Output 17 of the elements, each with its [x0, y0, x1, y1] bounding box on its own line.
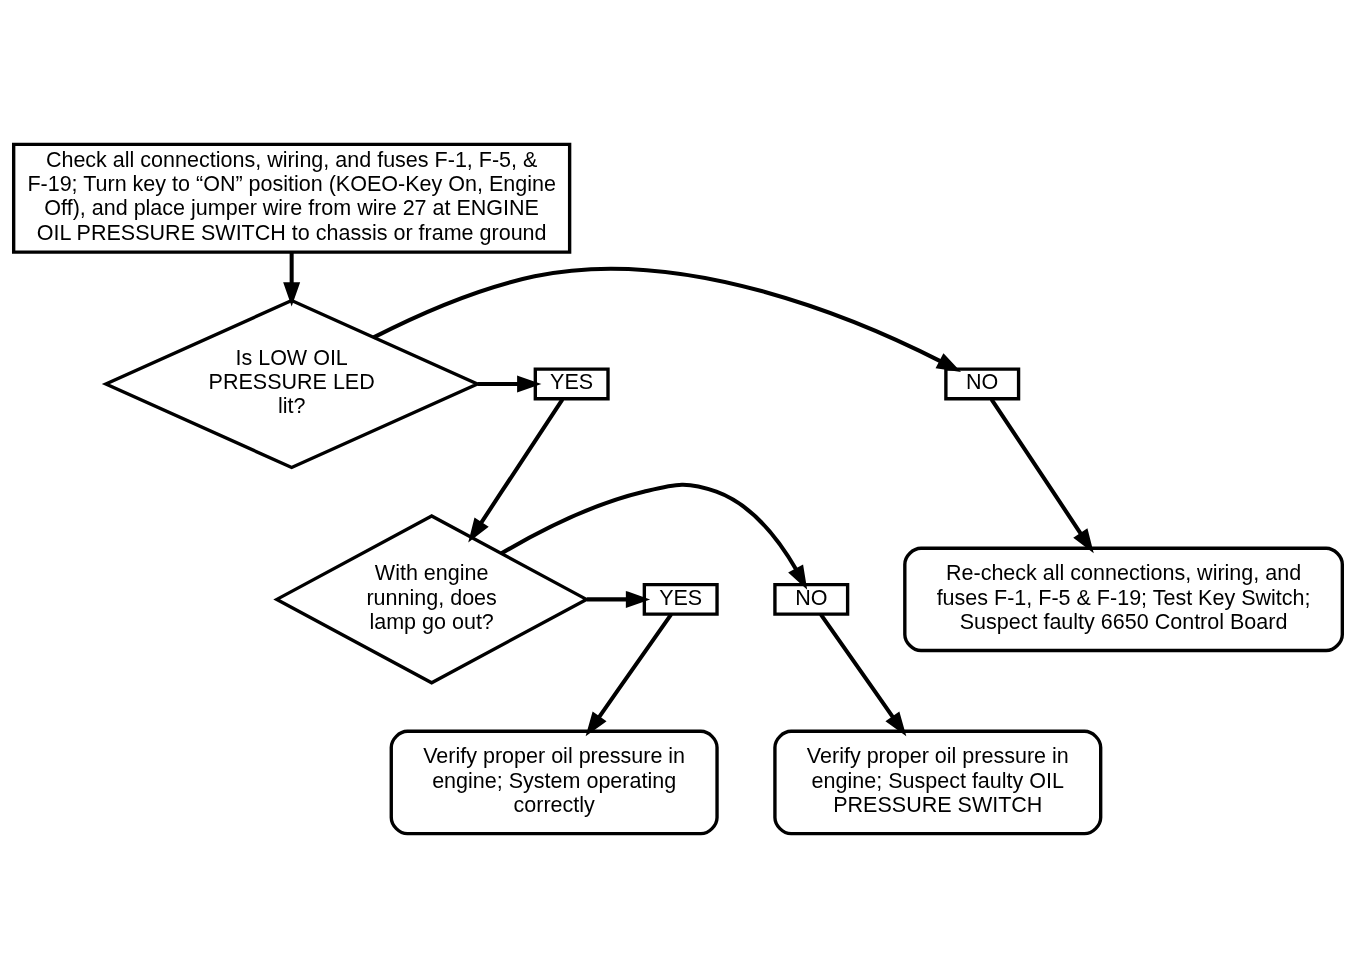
node-box: YES — [533, 367, 610, 401]
arrow — [819, 613, 907, 737]
node-box: Re-check all connections, wiring, and fuses F-1, F-5 & F-19; Test Key Switch; Suspect faulty 6650 Control Board — [903, 546, 1344, 653]
arrow — [585, 613, 673, 737]
node-box: NO — [944, 367, 1021, 401]
node-box: Verify proper oil pressure in engine; Suspect faulty OIL PRESSURE SWITCH — [773, 729, 1103, 836]
node-box: YES — [642, 582, 719, 616]
arrow — [989, 398, 1094, 554]
arrow — [477, 375, 542, 393]
arrow — [586, 590, 651, 608]
node-box: NO — [773, 582, 850, 616]
node-box: Check all connections, wiring, and fuses F-1, F-5, & F-19; Turn key to “ON” position (KOEO-Key On, Engine Off), and place jumper wire from wire 27 at ENGINE OIL PRESSURE SWITCH to chassis or frame ground — [12, 142, 572, 254]
arrow — [283, 252, 301, 307]
arrow — [468, 398, 565, 543]
node-box: Verify proper oil pressure in engine; System operating correctly — [389, 729, 719, 836]
arrow — [500, 482, 808, 590]
arrow — [372, 266, 962, 372]
